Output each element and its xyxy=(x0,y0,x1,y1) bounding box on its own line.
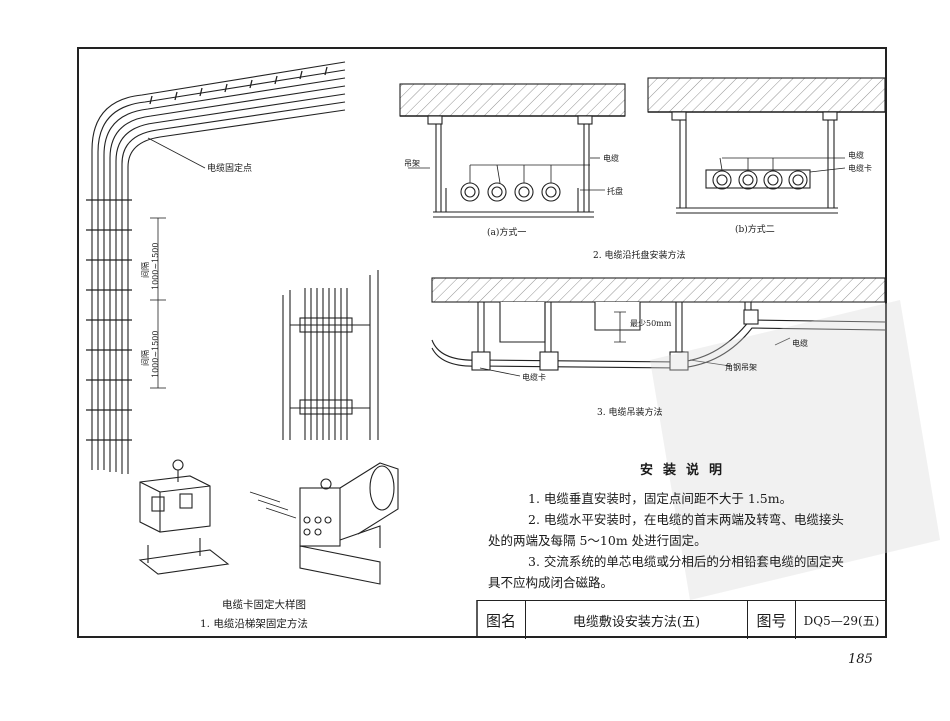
title-block-num-value: DQ5—29(五) xyxy=(795,601,887,639)
fig3-min-label: 最少50mm xyxy=(630,319,672,328)
fig1-vertical-ladder xyxy=(282,270,379,440)
title-block-num-label: 图号 xyxy=(747,601,795,639)
note-3a: 3. 交流系统的单芯电缆或分相后的分相铅套电缆的固定夹 xyxy=(528,554,844,569)
fig1-caption: 1. 电缆沿梯架固定方法 xyxy=(200,618,308,630)
title-block: 图名 电缆敷设安装方法(五) 图号 DQ5—29(五) xyxy=(477,600,887,639)
fig3-caption: 3. 电缆吊装方法 xyxy=(597,408,663,418)
fig1-spacing-bottom: 间隔 1000~1500 xyxy=(141,330,160,378)
note-2a: 2. 电缆水平安装时，在电缆的首末两端及转弯、电缆接头 xyxy=(528,512,844,527)
fig2b-tray xyxy=(647,77,886,214)
fig1-fixing-point-label: 电缆固定点 xyxy=(207,164,253,174)
fig1-clip-detail-left xyxy=(138,459,230,575)
note-1: 1. 电缆垂直安装时，固定点间距不大于 1.5m。 xyxy=(528,491,793,506)
fig2-clip-label-b: 电缆卡 xyxy=(848,164,872,173)
note-2b: 处的两端及每隔 5～10m 处进行固定。 xyxy=(488,533,707,548)
fig3-angle-hanger-label: 角钢吊架 xyxy=(725,363,757,372)
drawing-frame xyxy=(77,47,887,638)
fig2-sub-b: (b)方式二 xyxy=(735,225,775,235)
fig2-caption: 2. 电缆沿托盘安装方法 xyxy=(593,251,686,261)
fig2-tray-label: 托盘 xyxy=(607,187,623,196)
fig3-cable-label: 电缆 xyxy=(792,339,808,348)
fig2-hanger-label: 吊架 xyxy=(404,159,420,168)
fig1-detail-caption: 电缆卡固定大样图 xyxy=(222,599,306,611)
fig1-spacing-top: 间隔 1000~1500 xyxy=(141,242,160,290)
fig2-sub-a: (a)方式一 xyxy=(487,228,527,238)
fig3-suspended xyxy=(431,277,886,377)
note-3b: 具不应构成闭合磁路。 xyxy=(488,575,614,590)
fig3-clip-label: 电缆卡 xyxy=(522,373,546,382)
fig1-clip-detail-right xyxy=(249,462,399,585)
fig2-cable-label-b: 电缆 xyxy=(848,151,864,160)
fig2-cable-label-a: 电缆 xyxy=(603,154,619,163)
notes-title: 安装说明 xyxy=(640,463,733,478)
watermark xyxy=(650,300,940,600)
fig2a-tray xyxy=(399,83,626,218)
title-block-name-label: 图名 xyxy=(485,611,516,630)
title-block-name-value: 电缆敷设安装方法(五) xyxy=(525,601,747,639)
fig1-ladder-bend xyxy=(86,61,346,474)
page-number: 185 xyxy=(848,652,873,667)
